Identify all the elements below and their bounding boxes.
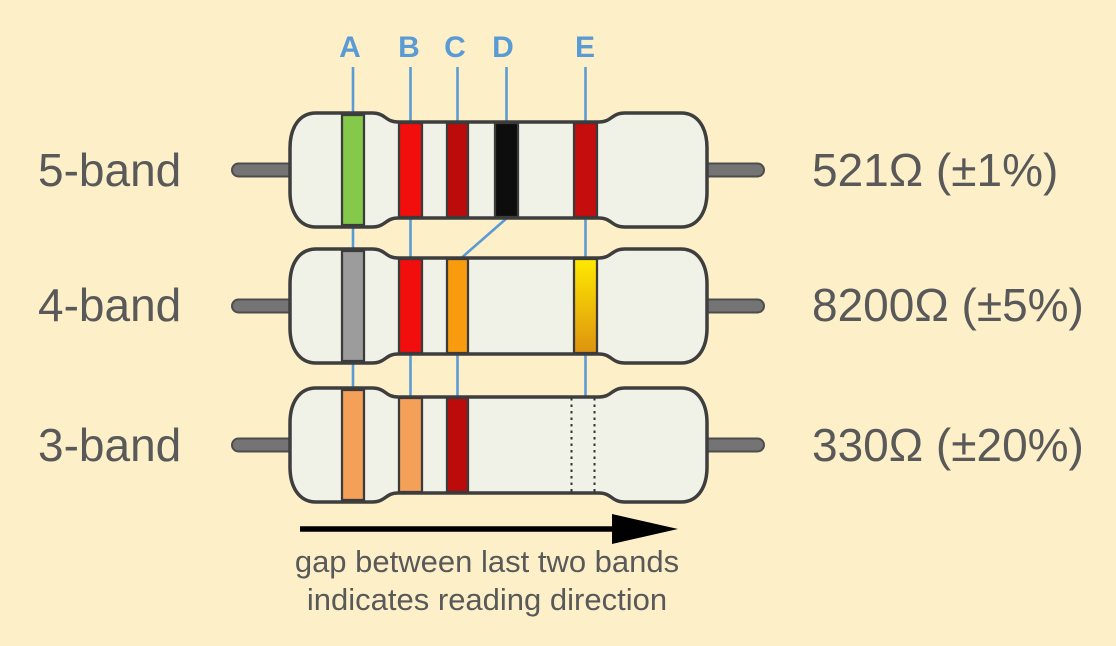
lead-wire-right	[699, 298, 765, 314]
arrow-head	[612, 514, 678, 544]
connector-lines	[351, 67, 587, 399]
color-band-a	[340, 388, 366, 502]
lead-wire-left	[231, 437, 297, 453]
resistor-5-band	[231, 111, 765, 229]
missing-tolerance-band-dashed	[570, 398, 596, 492]
band-label-b: B	[398, 31, 420, 64]
color-bands	[340, 249, 599, 363]
resistor-leads	[231, 162, 765, 178]
caption-line-2: indicates reading direction	[307, 582, 667, 617]
color-band-e	[572, 121, 599, 219]
lead-wire-right	[699, 162, 765, 178]
color-bands	[340, 388, 470, 502]
row-value-3-band: 330Ω (±20%)	[812, 419, 1084, 471]
color-band-b	[397, 396, 424, 494]
lead-wire-left	[231, 162, 297, 178]
connector-d-row1-row2-diagonal	[458, 217, 508, 261]
color-band-a	[340, 249, 366, 363]
row-value-5-band: 521Ω (±1%)	[812, 144, 1058, 196]
color-band-d	[493, 121, 520, 219]
color-band-c	[445, 396, 470, 494]
color-band-b	[397, 121, 424, 219]
band-label-a: A	[339, 31, 361, 64]
color-band-a	[340, 113, 366, 227]
band-label-c: C	[444, 31, 466, 64]
resistor-4-band	[231, 247, 765, 365]
band-position-labels: A B C D E	[339, 31, 595, 64]
caption: gap between last two bands indicates rea…	[295, 544, 679, 617]
band-label-d: D	[492, 31, 514, 64]
row-values: 521Ω (±1%) 8200Ω (±5%) 330Ω (±20%)	[812, 144, 1084, 471]
row-label-4-band: 4-band	[38, 279, 181, 331]
color-band-tolerance-gold	[572, 257, 599, 355]
row-labels: 5-band 4-band 3-band	[38, 144, 181, 471]
caption-line-1: gap between last two bands	[295, 544, 679, 579]
row-label-3-band: 3-band	[38, 419, 181, 471]
lead-wire-left	[231, 298, 297, 314]
color-band-c	[445, 121, 470, 219]
color-band-b	[397, 257, 424, 355]
row-value-4-band: 8200Ω (±5%)	[812, 279, 1084, 331]
resistor-3-band	[231, 386, 765, 504]
reading-direction-arrow	[300, 514, 678, 544]
band-label-e: E	[575, 31, 595, 64]
lead-wire-right	[699, 437, 765, 453]
color-band-c	[445, 257, 470, 355]
color-bands	[340, 113, 599, 227]
row-label-5-band: 5-band	[38, 144, 181, 196]
